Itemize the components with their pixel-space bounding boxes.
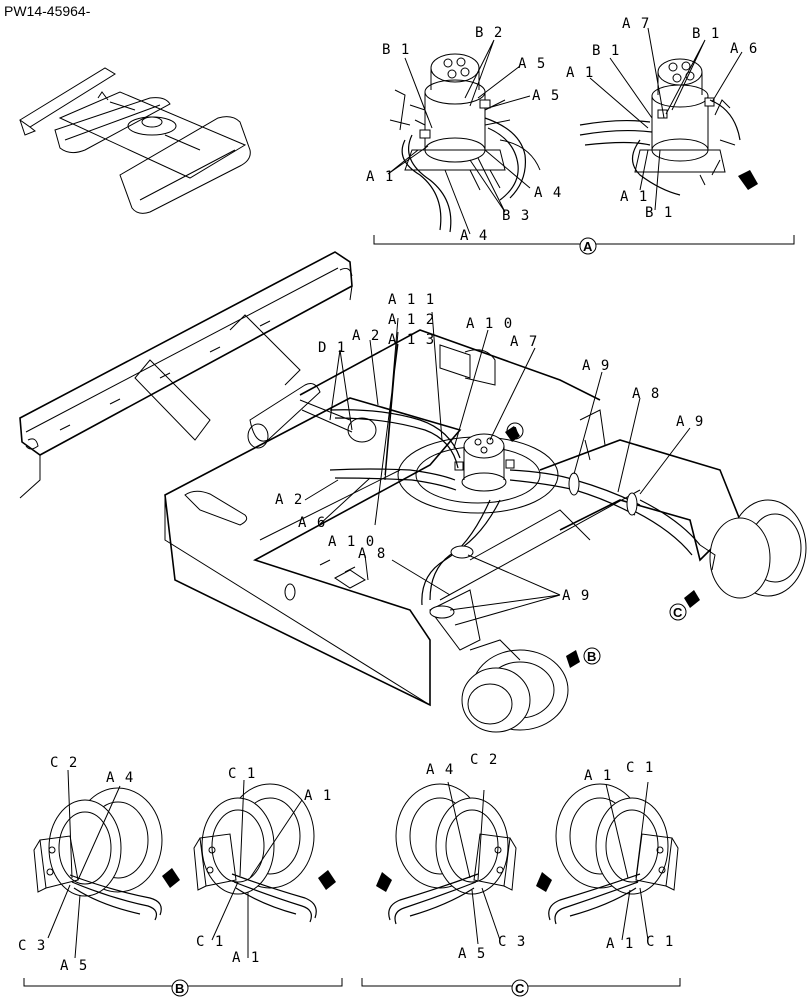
view-b-callouts: C 2 A 4 C 3 A 5 C 1 A 1 C 1 A 1 xyxy=(18,755,332,974)
callout-b2: B 2 xyxy=(475,25,503,41)
callout-d1: D 1 xyxy=(318,340,346,356)
callout-a6: A 6 xyxy=(298,515,326,531)
view-c-callouts: A 4 C 2 A 5 C 3 A 1 C 1 A 1 C 1 xyxy=(426,752,674,962)
callout-a10: A 1 0 xyxy=(466,316,513,332)
callout-b1: B 1 xyxy=(382,42,410,58)
view-b-bracket xyxy=(23,978,343,987)
callout-c1: C 1 xyxy=(228,766,256,782)
callout-a9: A 9 xyxy=(562,588,590,604)
view-c-letter: C xyxy=(515,981,525,996)
callout-c1: C 1 xyxy=(646,934,674,950)
callout-a4: A 4 xyxy=(534,185,562,201)
document-id: PW14-45964- xyxy=(4,3,91,19)
callout-a5: A 5 xyxy=(518,56,546,72)
view-c-marker: C xyxy=(673,605,683,620)
callout-a10: A 1 0 xyxy=(328,534,375,550)
callout-a1: A 1 xyxy=(584,768,612,784)
callout-a13: A 1 3 xyxy=(388,332,435,348)
callout-c2: C 2 xyxy=(50,755,78,771)
callout-a11: A 1 1 xyxy=(388,292,435,308)
callout-a1: A 1 xyxy=(620,189,648,205)
callout-c1: C 1 xyxy=(626,760,654,776)
callout-a1: A 1 xyxy=(304,788,332,804)
callout-c1: C 1 xyxy=(196,934,224,950)
callout-b3: B 3 xyxy=(502,208,530,224)
callout-a5: A 5 xyxy=(60,958,88,974)
callout-a7: A 7 xyxy=(622,16,650,32)
undercarriage-main-illustration xyxy=(19,251,807,733)
machine-overview-illustration xyxy=(19,67,251,214)
view-b-motor-right xyxy=(193,779,336,958)
view-a-letter: A xyxy=(583,239,593,254)
view-a-swivel-left xyxy=(387,39,541,235)
view-c-motor-left xyxy=(376,781,517,945)
view-a-marker: A xyxy=(510,424,520,439)
main-callouts: D 1 A 2 A 1 1 A 1 2 A 1 3 A 1 0 A 7 A 9 … xyxy=(275,292,704,604)
callout-a8: A 8 xyxy=(358,546,386,562)
callout-a2: A 2 xyxy=(275,492,303,508)
view-b-marker: B xyxy=(587,649,596,664)
callout-a2: A 2 xyxy=(352,328,380,344)
callout-a7: A 7 xyxy=(510,334,538,350)
view-b-motor-left xyxy=(33,769,180,959)
callout-a1: A 1 xyxy=(566,65,594,81)
callout-c3: C 3 xyxy=(498,934,526,950)
callout-a9: A 9 xyxy=(582,358,610,374)
callout-b1: B 1 xyxy=(645,205,673,221)
callout-b1: B 1 xyxy=(692,26,720,42)
callout-a9: A 9 xyxy=(676,414,704,430)
view-b-letter: B xyxy=(175,981,184,996)
callout-a4: A 4 xyxy=(426,762,454,778)
callout-a1: A 1 xyxy=(232,950,260,966)
callout-c2: C 2 xyxy=(470,752,498,768)
callout-a4: A 4 xyxy=(106,770,134,786)
callout-a8: A 8 xyxy=(632,386,660,402)
callout-a5: A 5 xyxy=(458,946,486,962)
callout-a5: A 5 xyxy=(532,88,560,104)
callout-a1: A 1 xyxy=(366,169,394,185)
callout-a6: A 6 xyxy=(730,41,758,57)
view-c-bracket xyxy=(361,978,681,987)
view-a-bracket xyxy=(373,235,795,245)
callout-a4: A 4 xyxy=(460,228,488,244)
callout-a12: A 1 2 xyxy=(388,312,435,328)
callout-b1: B 1 xyxy=(592,43,620,59)
view-a-swivel-right xyxy=(579,27,758,211)
view-c-motor-right xyxy=(536,781,679,941)
view-a-callouts: B 1 B 2 A 5 A 5 A 1 A 4 B 3 A 4 A 7 B 1 … xyxy=(366,16,758,244)
callout-c3: C 3 xyxy=(18,938,46,954)
callout-a1: A 1 xyxy=(606,936,634,952)
